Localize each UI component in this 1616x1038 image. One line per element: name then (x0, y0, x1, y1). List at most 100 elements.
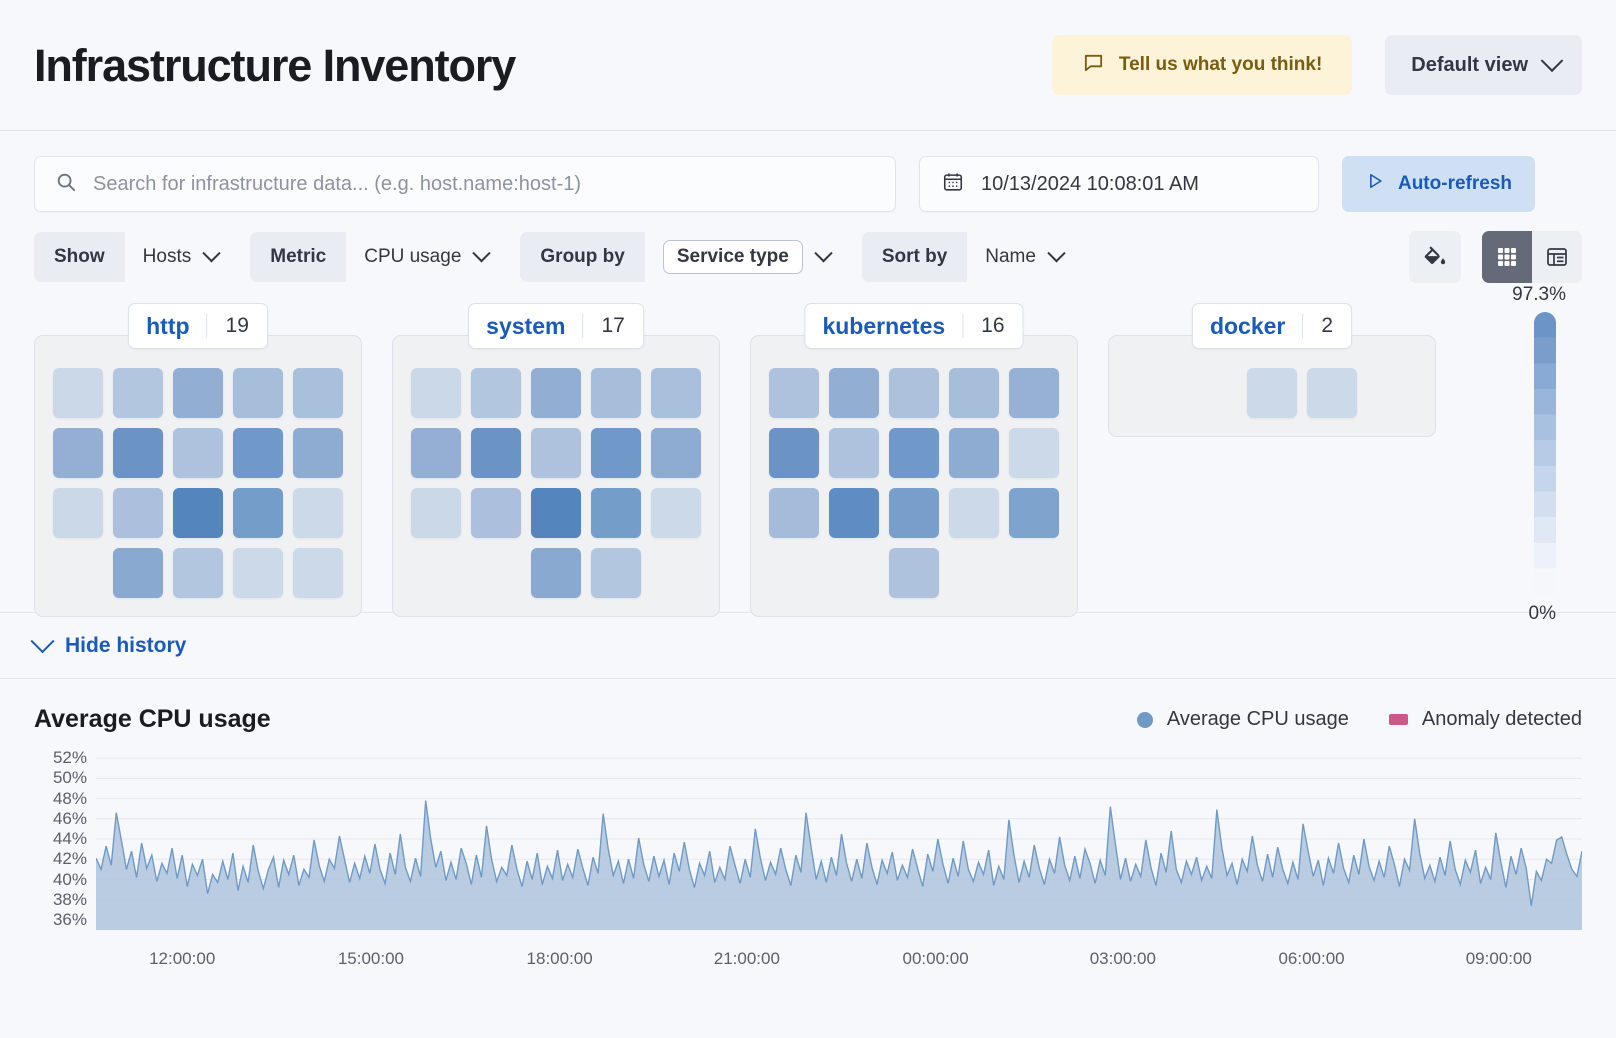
host-cell[interactable] (113, 488, 163, 538)
host-cell[interactable] (769, 428, 819, 478)
host-cell[interactable] (531, 488, 581, 538)
hide-history-toggle[interactable]: Hide history (0, 613, 1616, 679)
host-cell[interactable] (889, 368, 939, 418)
table-view-icon[interactable] (1532, 231, 1582, 283)
view-toggles (1409, 231, 1582, 283)
host-cell[interactable] (531, 428, 581, 478)
control-group-by-label: Group by (520, 232, 645, 282)
comment-icon (1082, 51, 1105, 80)
search-icon (55, 171, 77, 198)
x-tick-label: 03:00:00 (1089, 949, 1156, 968)
host-cell[interactable] (293, 368, 343, 418)
host-cell[interactable] (531, 548, 581, 598)
host-cell[interactable] (293, 428, 343, 478)
default-view-button[interactable]: Default view (1385, 35, 1582, 95)
date-picker[interactable]: 10/13/2024 10:08:01 AM (919, 156, 1319, 212)
host-cell[interactable] (829, 488, 879, 538)
group-name: system (486, 312, 566, 339)
control-show-value[interactable]: Hosts (124, 232, 235, 282)
chart-plot-area (96, 748, 1582, 935)
host-cell[interactable] (1307, 368, 1357, 418)
host-cell[interactable] (233, 368, 283, 418)
host-cell[interactable] (173, 488, 223, 538)
search-input[interactable]: Search for infrastructure data... (e.g. … (34, 156, 896, 212)
host-cell[interactable] (233, 488, 283, 538)
feedback-button[interactable]: Tell us what you think! (1051, 35, 1353, 95)
page-header: Infrastructure Inventory Tell us what yo… (0, 0, 1616, 131)
host-cell[interactable] (1009, 428, 1059, 478)
control-sort-by-value[interactable]: Name (967, 232, 1079, 282)
host-cell[interactable] (113, 368, 163, 418)
host-cell[interactable] (651, 428, 701, 478)
host-cell[interactable] (113, 428, 163, 478)
host-cell[interactable] (173, 428, 223, 478)
host-cell[interactable] (591, 428, 641, 478)
host-cell[interactable] (173, 368, 223, 418)
host-cell[interactable] (113, 548, 163, 598)
x-tick-label: 09:00:00 (1465, 949, 1532, 968)
host-cell[interactable] (531, 368, 581, 418)
host-cell[interactable] (1009, 488, 1059, 538)
host-cell[interactable] (411, 368, 461, 418)
host-cell[interactable] (233, 428, 283, 478)
x-tick-label: 12:00:00 (149, 949, 216, 968)
host-cell[interactable] (293, 488, 343, 538)
control-sort-by-value-text: Name (985, 246, 1036, 267)
auto-refresh-button[interactable]: Auto-refresh (1342, 156, 1535, 212)
host-cell[interactable] (53, 488, 103, 538)
page-title: Infrastructure Inventory (34, 39, 516, 91)
group-cells (411, 368, 701, 598)
control-group-by-value[interactable]: Service type (644, 232, 846, 282)
host-cell[interactable] (829, 428, 879, 478)
host-cell[interactable] (651, 368, 701, 418)
group-name: http (146, 312, 190, 339)
host-cell[interactable] (591, 548, 641, 598)
host-cell[interactable] (471, 428, 521, 478)
host-cell[interactable] (769, 368, 819, 418)
host-cell[interactable] (173, 548, 223, 598)
host-cell[interactable] (769, 488, 819, 538)
host-cell[interactable] (829, 368, 879, 418)
host-cell[interactable] (591, 368, 641, 418)
host-cell[interactable] (471, 488, 521, 538)
y-tick-label: 48% (52, 788, 87, 808)
host-cell[interactable] (949, 428, 999, 478)
host-cell[interactable] (889, 428, 939, 478)
host-cell[interactable] (889, 548, 939, 598)
control-sort-by: Sort by Name (861, 232, 1079, 282)
host-cell[interactable] (651, 488, 701, 538)
legend-item-anomaly-detected[interactable]: Anomaly detected (1388, 708, 1582, 731)
y-tick-label: 38% (52, 889, 87, 909)
control-metric-value[interactable]: CPU usage (346, 232, 505, 282)
host-cell[interactable] (233, 548, 283, 598)
host-cell[interactable] (471, 368, 521, 418)
y-tick-label: 42% (52, 849, 87, 869)
host-cell[interactable] (949, 488, 999, 538)
paint-bucket-icon[interactable] (1409, 231, 1461, 283)
host-cell[interactable] (1009, 368, 1059, 418)
chart-y-axis: 52%50%48%46%44%42%40%38%36% (34, 748, 96, 930)
grid-view-icon[interactable] (1482, 231, 1532, 283)
host-cell[interactable] (293, 548, 343, 598)
host-cell[interactable] (591, 488, 641, 538)
control-show-value-text: Hosts (142, 246, 192, 267)
group-count: 17 (582, 314, 642, 338)
toolbar-search-row: Search for infrastructure data... (e.g. … (34, 156, 1582, 212)
host-cell[interactable] (53, 428, 103, 478)
host-cell[interactable] (411, 428, 461, 478)
host-cell[interactable] (1247, 368, 1297, 418)
chart-series-area (96, 748, 1582, 930)
legend-label: Average CPU usage (1166, 708, 1349, 730)
legend-item-average-cpu-usage[interactable]: Average CPU usage (1136, 708, 1349, 731)
host-cell[interactable] (411, 488, 461, 538)
host-cell[interactable] (53, 368, 103, 418)
host-cell[interactable] (889, 488, 939, 538)
chart-header: Average CPU usage Average CPU usage Anom… (34, 705, 1582, 734)
group-title-system[interactable]: system 17 (468, 303, 644, 349)
host-cell[interactable] (949, 368, 999, 418)
